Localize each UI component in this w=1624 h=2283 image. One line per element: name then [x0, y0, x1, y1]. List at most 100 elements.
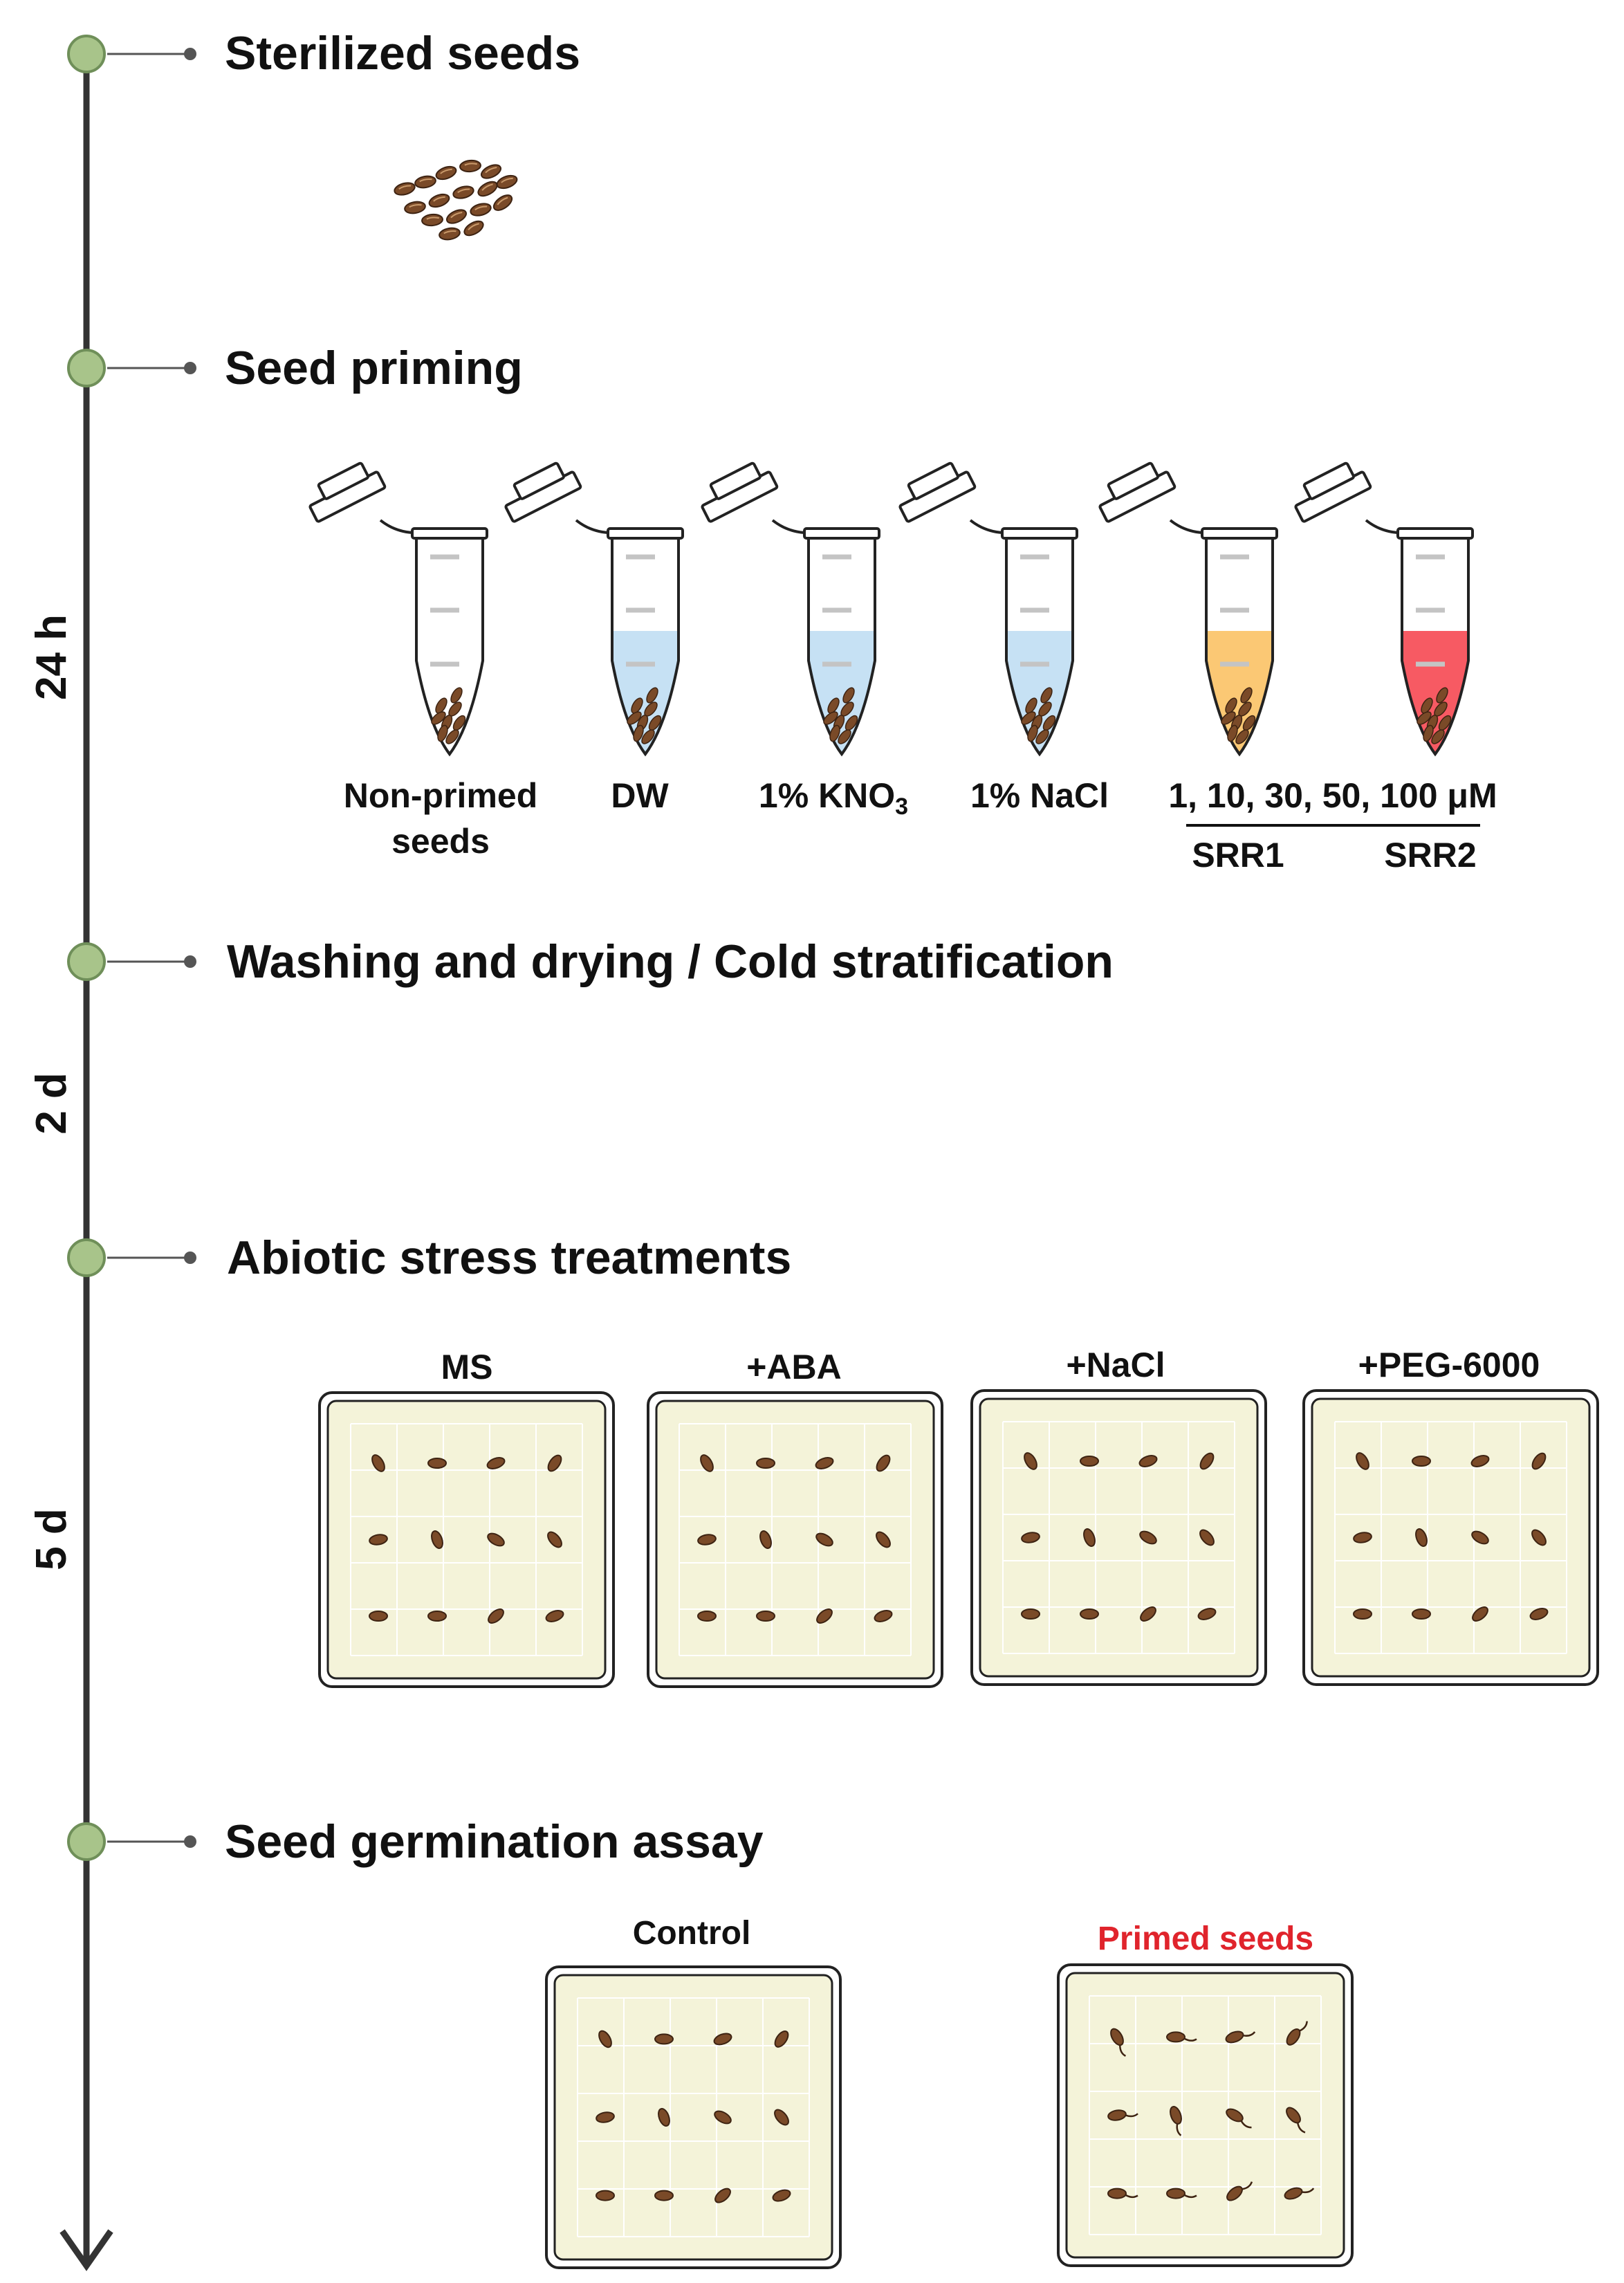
step-title-germination: Seed germination assay: [225, 1815, 764, 1868]
seed: [1240, 687, 1253, 704]
plate-seed: [876, 1531, 891, 1548]
plate-seed: [874, 1610, 893, 1622]
plate-seed: [700, 1454, 714, 1472]
plate-label-control: Control: [633, 1915, 751, 1952]
plate-control: [545, 1965, 842, 2269]
tube-cap: [701, 461, 779, 523]
seed: [1235, 729, 1249, 744]
step-title-washing: Washing and drying / Cold stratification: [227, 935, 1114, 988]
sprouting-seed: [1226, 2181, 1253, 2201]
plate-seed: [697, 1534, 717, 1546]
plate-seed: [774, 2030, 789, 2048]
tube-4: [1098, 461, 1278, 757]
sprouting-seed: [1110, 2028, 1127, 2057]
seed: [1021, 711, 1036, 725]
seed: [1225, 697, 1237, 714]
tube-body: [1205, 535, 1274, 757]
tube-body: [807, 535, 876, 757]
tube-label-concentrations: 1, 10, 30, 50, 100 μM: [1168, 776, 1497, 815]
plate-seed: [1021, 1532, 1040, 1543]
seed: [842, 687, 855, 704]
step-title-sterilized: Sterilized seeds: [225, 27, 580, 80]
plate-seed: [1083, 1528, 1096, 1547]
seed: [1025, 697, 1037, 714]
seed: [435, 697, 447, 714]
plate-seed: [876, 1454, 891, 1472]
tube-labels: Non-primed seeds DW 1% KNO3 1% NaCl 1, 1…: [344, 776, 1497, 874]
tube-liquid: [809, 631, 875, 754]
seed: [1040, 687, 1053, 704]
tube-cap: [504, 461, 582, 523]
plate-seed: [1415, 1528, 1428, 1547]
tube-label-nacl: 1% NaCl: [970, 776, 1109, 815]
plate-seed: [713, 2033, 732, 2046]
sprouting-seed: [1107, 2109, 1138, 2121]
timeline: 24 h 2 d 5 d: [28, 35, 196, 2271]
tube-liquid: [1402, 631, 1468, 754]
sprouting-seed: [1170, 2106, 1182, 2136]
seed: [633, 724, 644, 742]
plate-seed: [596, 2111, 615, 2123]
plate-seed: [598, 2030, 612, 2048]
seed: [631, 697, 643, 714]
plate-seed: [1138, 1455, 1158, 1467]
timeline-node-sterilized: [67, 35, 196, 73]
plate-seed: [487, 1532, 505, 1547]
step-title-priming: Seed priming: [225, 342, 523, 394]
tube-label-kno3: 1% KNO3: [759, 776, 908, 820]
seed: [1227, 724, 1238, 742]
plate-seed: [1080, 1608, 1099, 1620]
plate-nacl: [970, 1389, 1267, 1686]
tube-body: [611, 535, 680, 757]
sprouting-seed: [1284, 2187, 1315, 2200]
tube-body: [415, 535, 484, 757]
seed: [1436, 687, 1448, 704]
plate-seed: [1080, 1456, 1099, 1467]
duration-2d: 2 d: [28, 1072, 75, 1135]
tube-3: [898, 461, 1078, 757]
seed: [1417, 711, 1432, 725]
plate-seed: [815, 1532, 833, 1547]
tube-label-nonprimed-line2: seeds: [391, 822, 490, 861]
seed: [431, 711, 446, 725]
plate-seed: [816, 1608, 833, 1624]
seed: [1221, 711, 1236, 725]
seed: [1035, 729, 1049, 744]
plate-label-peg: +PEG-6000: [1358, 1346, 1540, 1384]
sprouting-seed: [1166, 2188, 1197, 2199]
plate-seed: [369, 1534, 388, 1546]
plate-seed: [774, 2109, 789, 2126]
sprouting-seed: [1286, 2021, 1308, 2046]
plate-seed: [654, 2033, 674, 2045]
plate-seed: [815, 1457, 834, 1469]
plate-seed: [1021, 1608, 1040, 1620]
compound-label-srr1: SRR1: [1192, 836, 1284, 874]
plate-seed: [1412, 1608, 1431, 1620]
tube-label-dw: DW: [611, 776, 669, 815]
seed-pile: [392, 158, 519, 242]
plate-seed: [371, 1454, 385, 1472]
duration-24h: 24 h: [28, 614, 75, 700]
plate-seed: [1353, 1608, 1372, 1620]
seed: [829, 724, 840, 742]
plate-label-nacl: +NaCl: [1066, 1346, 1165, 1384]
seed: [627, 711, 642, 725]
seed: [646, 687, 658, 704]
plate-seed: [547, 1454, 562, 1472]
plate-seed: [369, 1611, 388, 1622]
plate-seed: [596, 2190, 615, 2201]
tube-label-nonprimed-line1: Non-primed: [344, 776, 538, 815]
plate-seed: [431, 1530, 443, 1549]
plate-seed: [1529, 1608, 1549, 1620]
tube-2: [701, 461, 880, 757]
plate-seed: [488, 1608, 504, 1624]
plate-seed: [697, 1611, 717, 1622]
compound-label-srr2: SRR2: [1384, 836, 1476, 874]
plate-label-ms: MS: [441, 1348, 493, 1386]
tube-cap: [1098, 461, 1177, 523]
priming-tubes: [308, 461, 1474, 757]
plate-seed: [1139, 1530, 1157, 1545]
step-title-stress: Abiotic stress treatments: [227, 1231, 791, 1284]
tube-cap: [308, 461, 387, 523]
plate-seed: [1531, 1452, 1547, 1470]
